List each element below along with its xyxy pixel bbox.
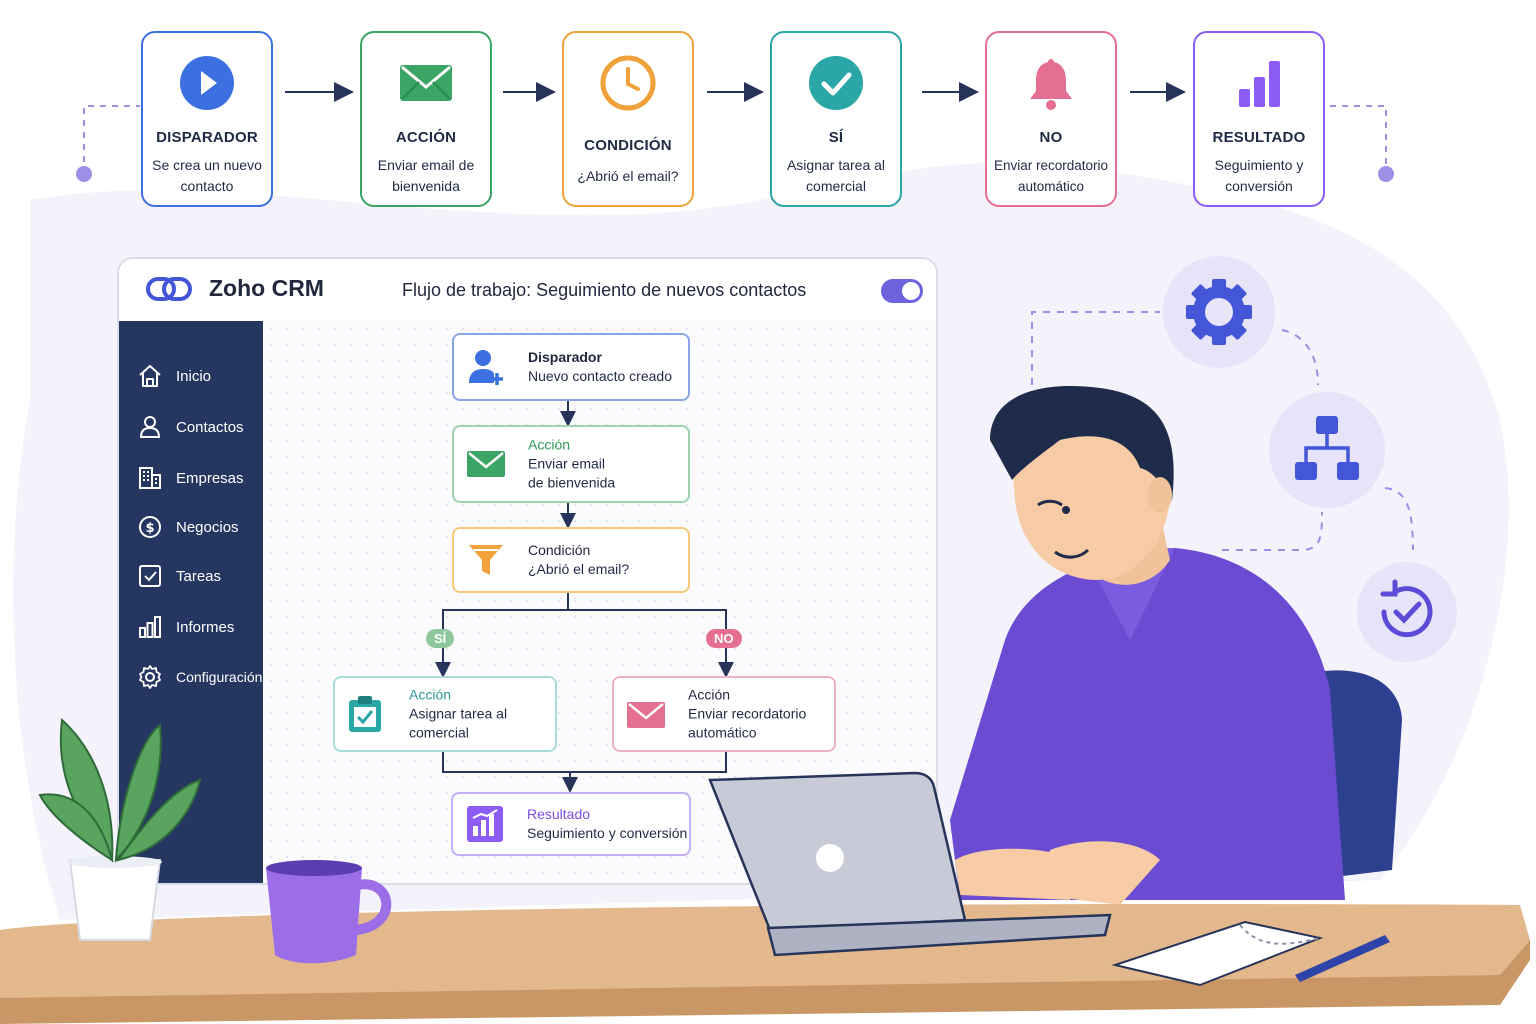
pipeline-step-title: CONDICIÓN (584, 137, 672, 154)
mail-icon (467, 451, 505, 477)
pipeline-step-no[interactable]: NO Enviar recordatorio automático (985, 31, 1117, 207)
sidebar-item-negocios[interactable]: $ Negocios (137, 512, 263, 542)
check-circle-icon (809, 56, 863, 110)
node-kind: Acción (688, 686, 731, 703)
user-icon (139, 416, 161, 438)
gear-icon (1186, 279, 1252, 345)
building-icon (139, 467, 161, 489)
refresh-check-icon (1380, 579, 1433, 638)
branch-no-badge: NO (706, 629, 742, 648)
mail-icon (400, 65, 452, 101)
crm-brand: Zoho CRM (209, 275, 324, 301)
person-at-desk-illustration (0, 385, 1530, 1024)
pipeline-step-title: DISPARADOR (156, 129, 258, 146)
sidebar-item-informes[interactable]: Informes (137, 612, 263, 642)
bell-icon (1030, 59, 1072, 110)
workflow-title: Flujo de trabajo: Seguimiento de nuevos … (402, 280, 806, 301)
pipeline-step-trigger[interactable]: DISPARADOR Se crea un nuevo contacto (141, 31, 273, 207)
play-icon (180, 56, 234, 110)
sidebar-item-label: Tareas (176, 567, 222, 585)
clock-icon (600, 55, 656, 111)
mail-icon (627, 702, 665, 728)
bar-chart-icon (1239, 61, 1280, 107)
sidebar-item-label: Negocios (176, 518, 239, 536)
node-kind: Acción (528, 436, 571, 453)
pipeline-step-subtitle: Asignar tarea al comercial (786, 157, 886, 194)
pipeline-connectors (76, 82, 1394, 182)
workflow-label: Flujo de trabajo: (402, 280, 532, 300)
node-text: Asignar tarea al (409, 705, 508, 722)
funnel-icon (469, 545, 503, 575)
flow-node-condition[interactable]: Condición ¿Abrió el email? (452, 527, 690, 593)
sidebar-item-label: Informes (176, 618, 235, 636)
pipeline-step-yes[interactable]: SÍ Asignar tarea al comercial (770, 31, 902, 207)
crm-header: Zoho CRM Flujo de trabajo: Seguimiento d… (119, 259, 936, 322)
clipboard-check-icon (349, 696, 381, 732)
pipeline-step-title: NO (1039, 129, 1063, 146)
pipeline-step-title: ACCIÓN (395, 129, 457, 146)
node-text: Enviar email (528, 455, 606, 472)
sidebar-item-tareas[interactable]: Tareas (137, 561, 263, 591)
workflow-toggle[interactable] (881, 279, 923, 303)
gear-badge (1163, 256, 1275, 368)
node-kind: Resultado (527, 806, 591, 822)
refresh-badge (1357, 562, 1457, 662)
pipeline-step-result[interactable]: RESULTADO Seguimiento y conversión (1193, 31, 1325, 207)
sidebar-item-contactos[interactable]: Contactos (137, 412, 263, 442)
workflow-name: Seguimiento de nuevos contactos (536, 280, 807, 300)
pipeline-step-subtitle: Se crea un nuevo contacto (152, 157, 262, 194)
home-icon (139, 365, 161, 387)
checkbox-icon (139, 565, 161, 587)
sitemap-icon (1295, 416, 1359, 480)
pipeline-step-title: SÍ (828, 129, 844, 146)
node-text: Seguimiento y conversión (527, 825, 688, 841)
pipeline-step-subtitle: Enviar email de bienvenida (377, 157, 475, 194)
sidebar-item-configuracion[interactable]: Configuración (137, 662, 263, 692)
node-text: comercial (409, 724, 469, 741)
sidebar-item-label: Contactos (176, 418, 244, 436)
sidebar-item-empresas[interactable]: Empresas (137, 463, 263, 493)
gear-icon (139, 665, 161, 689)
dollar-icon: $ (139, 516, 161, 538)
bar-chart-icon (139, 616, 161, 638)
node-text: de bienvenida (528, 474, 616, 491)
sidebar-item-label: Inicio (176, 367, 212, 385)
node-kind: Acción (409, 686, 452, 703)
sidebar-item-label: Empresas (176, 469, 244, 487)
svg-text:$: $ (145, 521, 154, 536)
pipeline-step-title: RESULTADO (1212, 129, 1306, 146)
report-chart-icon (467, 806, 503, 842)
zoho-logo-icon (146, 277, 192, 301)
node-kind: Condición (528, 542, 591, 558)
pipeline-step-condition[interactable]: CONDICIÓN ¿Abrió el email? (562, 31, 694, 207)
sidebar-item-inicio[interactable]: Inicio (137, 361, 263, 391)
node-kind: Disparador (528, 349, 602, 365)
sidebar-item-label: Configuración (176, 669, 263, 685)
pipeline-step-subtitle: Seguimiento y conversión (1214, 157, 1304, 194)
node-text: Enviar recordatorio (688, 705, 807, 722)
pipeline-step-subtitle: ¿Abrió el email? (577, 168, 679, 184)
pipeline-step-subtitle: Enviar recordatorio automático (993, 158, 1109, 194)
branch-yes-badge: SÍ (426, 629, 455, 648)
node-text: ¿Abrió el email? (528, 561, 630, 577)
pipeline-step-action[interactable]: ACCIÓN Enviar email de bienvenida (360, 31, 492, 207)
node-text: automático (688, 724, 757, 741)
node-text: Nuevo contacto creado (528, 368, 672, 384)
automation-icons-decoration (1031, 256, 1457, 662)
user-plus-icon (469, 350, 503, 385)
